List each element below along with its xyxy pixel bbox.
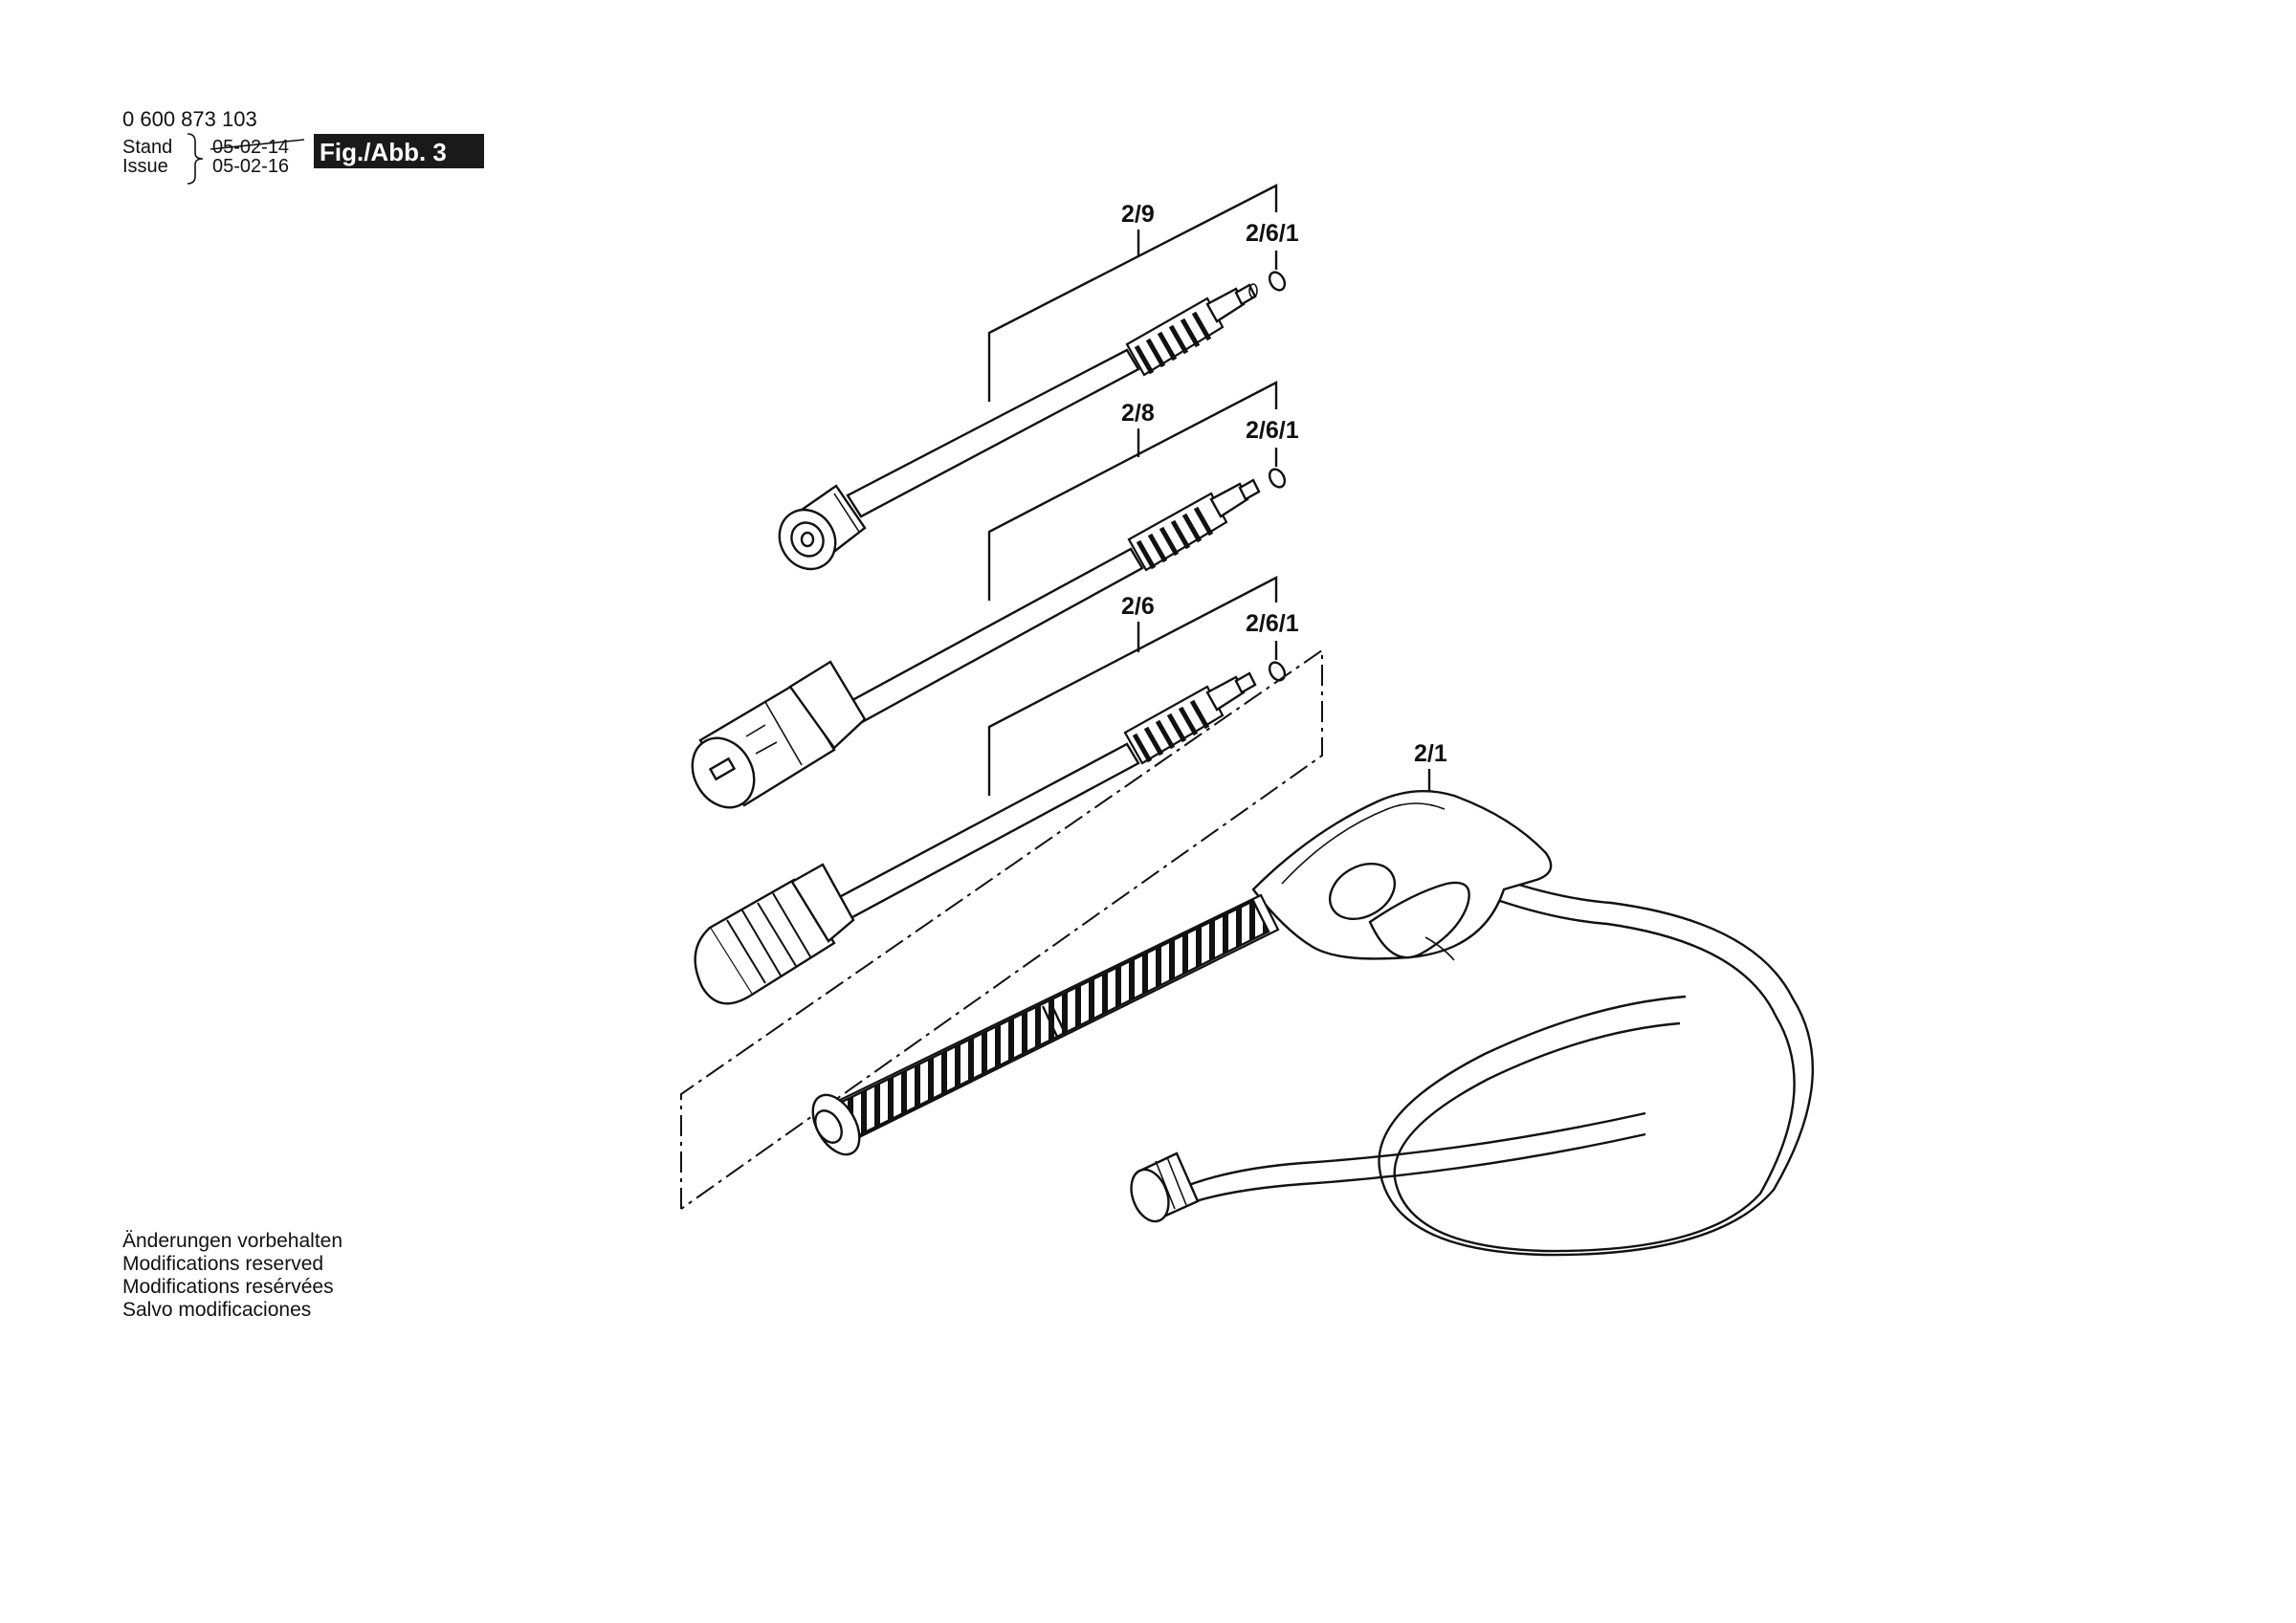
footer-line-de: Änderungen vorbehalten: [122, 1230, 342, 1252]
lance-middle: [691, 468, 1287, 809]
document-header: 0 600 873 103 Stand Issue 05-02-14 05-02…: [122, 107, 484, 185]
callout-labels: 2/9 2/6/1 2/8 2/6/1 2/6 2/6/1 2/1: [1121, 201, 1447, 767]
o-ring-icon: [1268, 661, 1287, 682]
callout-gun-hose: 2/1: [1414, 740, 1447, 767]
stand-date-struck: 05-02-14: [212, 137, 289, 158]
issue-date: 05-02-16: [212, 156, 289, 177]
footer-line-es: Salvo modificaciones: [122, 1299, 311, 1321]
brace-icon: [187, 133, 204, 185]
o-ring-icon: [1268, 468, 1287, 489]
part-number: 0 600 873 103: [122, 107, 257, 131]
callout-oring-top: 2/6/1: [1246, 220, 1299, 247]
document-footer: Änderungen vorbehalten Modifications res…: [122, 1230, 342, 1321]
footer-line-fr: Modifications resérvées: [122, 1276, 334, 1298]
callout-oring-bottom: 2/6/1: [1246, 610, 1299, 637]
callout-lance-bottom: 2/6: [1121, 593, 1155, 620]
callout-lance-top: 2/9: [1121, 201, 1155, 228]
spray-gun-with-hose: [811, 790, 1814, 1257]
stand-label: Stand: [122, 137, 172, 158]
strikethrough-mark: [210, 139, 305, 150]
assembly-dashed-outline: [680, 648, 1323, 1210]
o-ring-icon: [1268, 271, 1287, 292]
footer-line-en: Modifications reserved: [122, 1253, 323, 1275]
issue-label: Issue: [122, 156, 168, 177]
lance-bottom: [694, 661, 1287, 1005]
callout-lance-middle: 2/8: [1121, 400, 1155, 427]
callout-oring-middle: 2/6/1: [1246, 417, 1299, 444]
lance-top: [778, 271, 1287, 571]
figure-badge-background: [314, 134, 484, 168]
figure-badge: Fig./Abb. 3: [320, 138, 447, 166]
callout-brackets: [987, 184, 1431, 803]
